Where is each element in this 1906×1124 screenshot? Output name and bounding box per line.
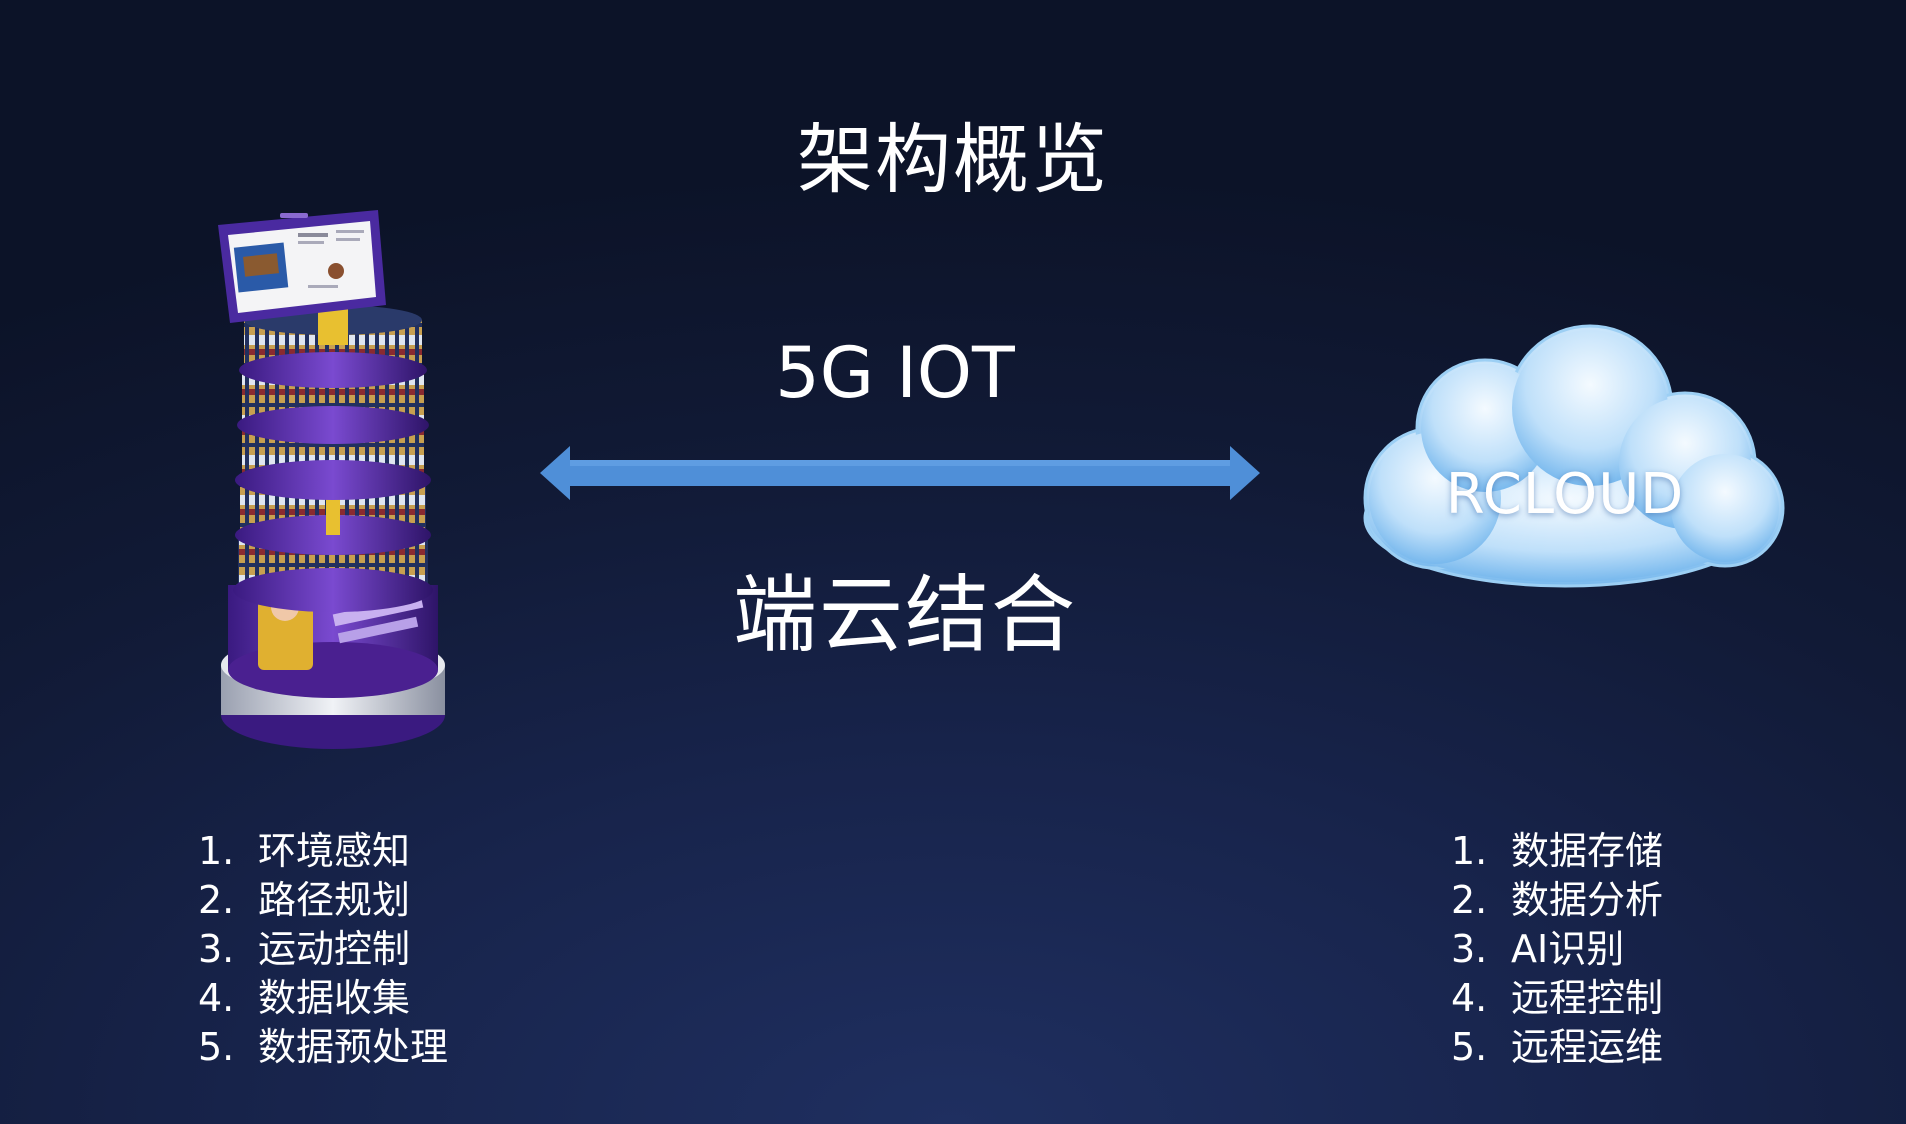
- page-title: 架构概览: [797, 115, 1109, 204]
- device-capabilities-list: 1.环境感知 2.路径规划 3.运动控制 4.数据收集 5.数据预处理: [198, 827, 448, 1072]
- list-item: 3.运动控制: [198, 927, 411, 971]
- cloud-capabilities-list: 1.数据存储 2.数据分析 3.AI识别 4.远程控制 5.远程运维: [1451, 827, 1663, 1072]
- list-item: 4.远程控制: [1451, 976, 1664, 1020]
- list-item: 3.AI识别: [1451, 927, 1625, 971]
- list-item: 1.环境感知: [198, 829, 411, 873]
- list-item: 2.数据分析: [1451, 878, 1664, 922]
- connection-label-top: 5G IOT: [775, 332, 1015, 414]
- robot-tower-image: [218, 210, 445, 749]
- list-item: 5.数据预处理: [198, 1025, 449, 1069]
- list-item: 2.路径规划: [198, 878, 411, 922]
- connection-label-bottom: 端云结合: [732, 566, 1077, 664]
- double-arrow-icon: [540, 446, 1260, 500]
- cloud-label: RCLOUD: [1445, 462, 1685, 527]
- list-item: 4.数据收集: [198, 976, 411, 1020]
- cloud-icon: [1363, 324, 1785, 588]
- list-item: 1.数据存储: [1451, 829, 1664, 873]
- list-item: 5.远程运维: [1451, 1025, 1664, 1069]
